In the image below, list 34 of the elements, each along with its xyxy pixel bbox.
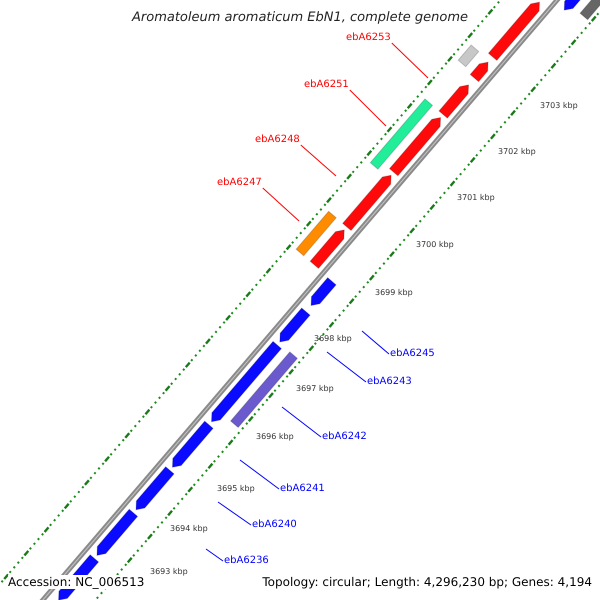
leader-line <box>362 330 390 354</box>
gene-label: ebA6245 <box>390 348 435 360</box>
gene-label: ebA6247 <box>217 177 262 189</box>
scale-label: 3701 kbp <box>457 193 495 203</box>
genome-info-text: Topology: circular; Length: 4,296,230 bp; Genes: 4,194 <box>262 575 592 589</box>
scale-label: 3694 kbp <box>170 524 208 534</box>
scale-label: 3700 kbp <box>416 240 454 250</box>
leader-line <box>326 352 366 382</box>
scale-label: 3698 kbp <box>314 334 352 344</box>
scale-label: 3699 kbp <box>375 288 413 298</box>
scale-label: 3702 kbp <box>498 147 536 157</box>
leader-line <box>218 502 252 526</box>
gene-label: ebA6248 <box>255 134 300 146</box>
scale-label: 3696 kbp <box>256 432 294 442</box>
gene-label: ebA6236 <box>224 555 269 567</box>
leader-line <box>391 42 428 78</box>
scale-label: 3693 kbp <box>150 567 188 577</box>
gene-label: ebA6241 <box>280 483 325 495</box>
scale-label: 3697 kbp <box>296 384 334 394</box>
gene-label: ebA6240 <box>252 519 297 531</box>
scale-label: 3695 kbp <box>217 484 255 494</box>
leader-line <box>282 406 322 438</box>
leader-line <box>349 90 386 126</box>
gene-label: ebA6251 <box>304 79 349 91</box>
scale-label: 3703 kbp <box>540 101 578 111</box>
leader-line <box>206 548 224 562</box>
gene-label: ebA6242 <box>322 431 367 443</box>
leader-line <box>240 460 280 490</box>
leader-line <box>262 188 300 222</box>
accession-text: Accession: NC_006513 <box>8 575 144 589</box>
gene-label: ebA6243 <box>367 376 412 388</box>
gene-label: ebA6253 <box>346 32 391 44</box>
leader-line <box>300 144 336 176</box>
title: Aromatoleum aromaticum EbN1, complete genome <box>130 10 469 25</box>
